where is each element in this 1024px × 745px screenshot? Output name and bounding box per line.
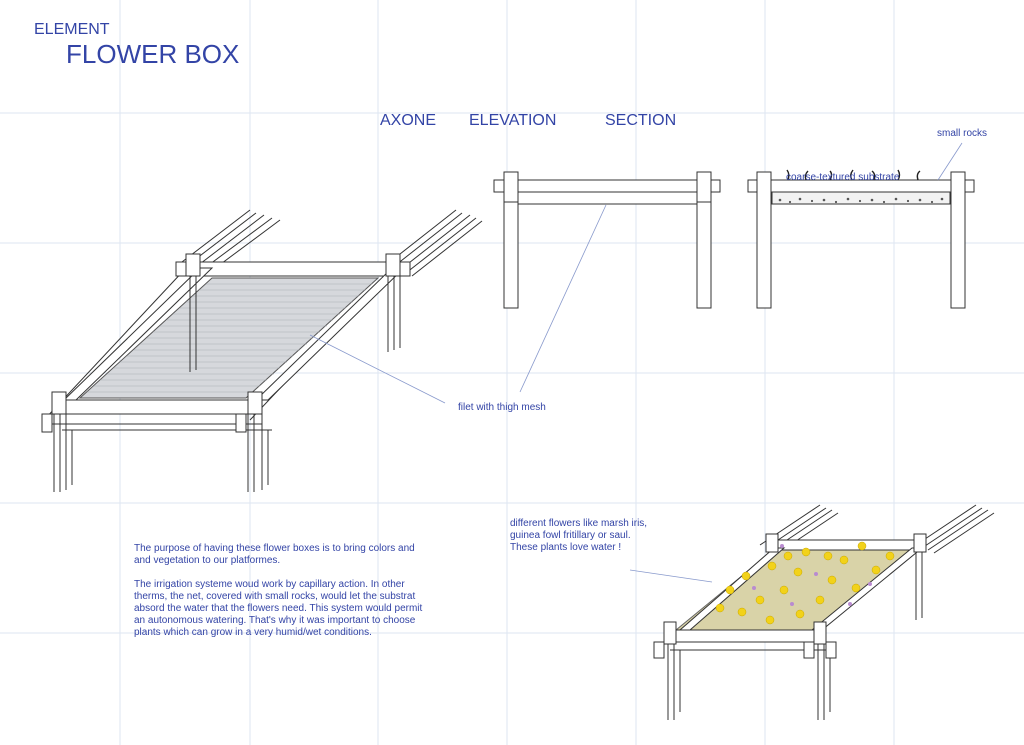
element-label: ELEMENT: [34, 21, 110, 38]
filet-leader-line-2: [309, 334, 446, 404]
flower-render-drawing: [653, 504, 995, 720]
view-label-section: SECTION: [605, 112, 677, 129]
filet-note: filet with thigh mesh: [458, 402, 546, 413]
description-paragraph-1: The purpose of having these flower boxes…: [134, 543, 415, 566]
axone-posts: [41, 253, 411, 492]
rocks-leader-line: [937, 142, 963, 181]
axone-mesh-lines: [87, 283, 372, 393]
flower-dots: [715, 541, 895, 625]
filet-leader-line-1: [519, 204, 607, 393]
flower-purple-dots: [752, 544, 872, 606]
view-label-axone: AXONE: [380, 112, 437, 129]
page-title: FLOWER BOX: [66, 39, 240, 69]
flowers-leader-line: [629, 569, 713, 583]
flowers-note: different flowers like marsh iris, guine…: [510, 518, 648, 553]
description-paragraph-2: The irrigation systeme woud work by capi…: [134, 579, 423, 638]
axone-drawing: [41, 209, 483, 492]
elevation-drawing: [493, 171, 721, 309]
section-plants: [786, 169, 921, 181]
small-rocks-note: small rocks: [937, 128, 988, 139]
section-rocks: [778, 197, 944, 204]
substrate-note: coarse-textured substrate: [786, 172, 900, 183]
section-drawing: [747, 169, 975, 309]
view-label-elevation: ELEVATION: [469, 112, 557, 129]
description: The purpose of having these flower boxes…: [134, 543, 434, 651]
